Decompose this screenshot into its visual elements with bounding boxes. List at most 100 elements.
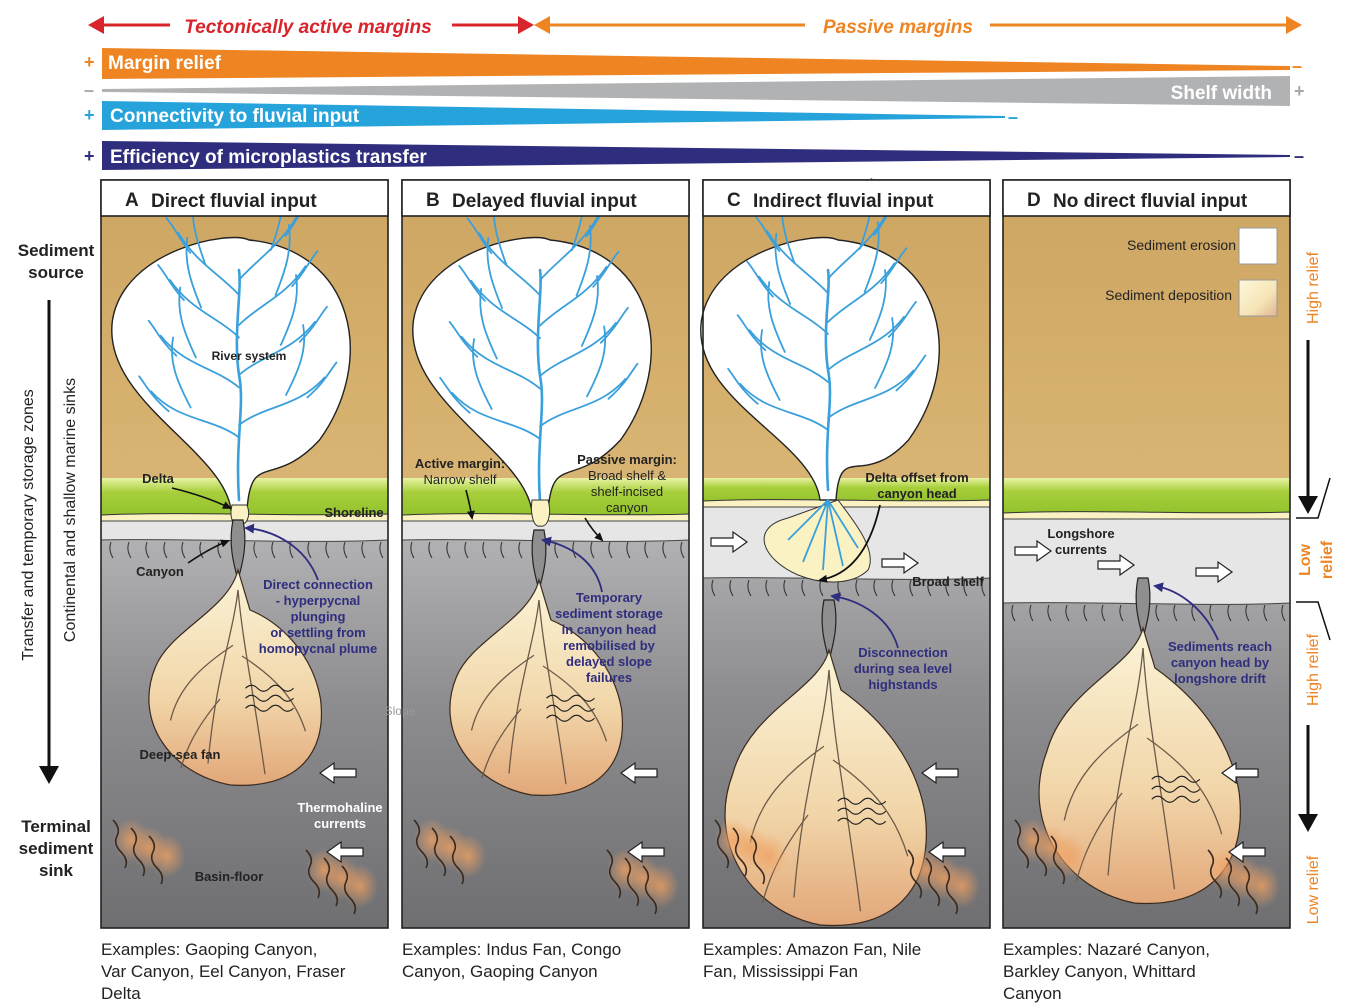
active-margin-line2: Narrow shelf [424, 472, 497, 487]
slope-tick [253, 541, 258, 559]
examples-d-line2: Barkley Canyon, Whittard [1003, 962, 1196, 981]
slope-tick [1227, 604, 1232, 622]
relief-bracket-bottom [1296, 601, 1331, 641]
transfer-zones-label: Transfer and temporary storage zones [20, 389, 37, 661]
river-channel [439, 376, 471, 414]
slope-tick [729, 579, 734, 597]
shelf-width-plus: + [1294, 81, 1305, 101]
passive-margin-pointer [584, 517, 604, 542]
disconnection-pointer [830, 592, 899, 649]
temporary-storage-line2: sediment storage [555, 606, 663, 621]
basin-floor-trace [624, 857, 640, 907]
basin-floor-trace [606, 849, 622, 899]
river-channel [827, 369, 915, 419]
thermohaline-arrow [318, 761, 357, 785]
basin-floor-trace [642, 865, 658, 915]
river-channel [739, 382, 829, 431]
high-relief-2: High relief [1305, 633, 1322, 706]
basin-floor-trace [732, 827, 748, 877]
thermohaline-arrow [1227, 840, 1266, 864]
slope-tick [307, 541, 312, 559]
low-relief-2: Low relief [1305, 855, 1322, 924]
passive-margin-line3: shelf-incised [591, 484, 663, 499]
low-relief-1-line2: relief [1319, 540, 1336, 579]
basin-floor-trace [1014, 819, 1030, 869]
river-channel [169, 279, 240, 339]
fan-channel [237, 589, 266, 775]
slope-tick [909, 579, 914, 597]
basin-floor-trace [925, 857, 941, 907]
river-channel [466, 217, 493, 255]
river-channel [157, 264, 185, 301]
slope-tick [1101, 604, 1106, 622]
slope-tick [446, 541, 451, 559]
drainage-basin [700, 236, 940, 501]
slope-tick [1047, 604, 1052, 622]
direct-connection-line2: - hyperpycnal [276, 593, 361, 608]
river-channel [575, 224, 592, 297]
basin-floor-trace [943, 865, 959, 915]
thermohaline-arrow [927, 840, 966, 864]
panel-letter: B [426, 190, 440, 211]
panel-letter: D [1027, 190, 1041, 211]
fan-channel [828, 669, 862, 912]
basin-floor-label: Basin-floor [195, 869, 264, 884]
fan-channel [1142, 647, 1176, 890]
examples-b-line2: Canyon, Gaoping Canyon [402, 962, 598, 981]
slope-tick [1209, 604, 1214, 622]
basin-floor-trace [112, 819, 128, 869]
basin-floor-trace [413, 819, 429, 869]
slope-tick [1155, 604, 1160, 622]
examples-d-line3: Canyon [1003, 984, 1062, 1003]
examples-b-line1: Examples: Indus Fan, Congo [402, 940, 621, 959]
slope-tick [127, 541, 132, 559]
river-channel [874, 317, 895, 389]
temporary-storage-line3: in canyon head [562, 622, 657, 637]
connectivity-minus: – [1008, 107, 1018, 127]
connectivity-label: Connectivity to fluvial input [110, 106, 360, 127]
active-arrow-left-head [88, 16, 104, 34]
active-margin-line1: Active margin: [415, 456, 505, 471]
longshore-drift-line2: canyon head by [1171, 655, 1270, 670]
basin-floor-trace [341, 865, 357, 915]
slope-tick [801, 579, 806, 597]
slope-tick [379, 541, 384, 559]
slope-tick [608, 541, 613, 559]
river-channel [238, 320, 316, 376]
fan-scarp [546, 694, 595, 702]
fan-channel [1107, 647, 1144, 876]
legend: Sediment erosion Sediment deposition [1105, 227, 1278, 317]
passive-margin-line1: Passive margin: [577, 452, 677, 467]
fan-channel [1146, 737, 1223, 835]
storage-pointer [541, 536, 603, 593]
basin-floor-glow [1244, 864, 1280, 908]
river-channel [766, 230, 829, 295]
high-relief-1: High relief [1305, 251, 1322, 324]
slope-tick [963, 579, 968, 597]
river-channel [306, 361, 338, 399]
river-channel [758, 275, 829, 335]
slope-tick [217, 541, 222, 559]
slope-tick [680, 541, 685, 559]
fan-scarp [1151, 795, 1201, 803]
drainage-basin [111, 236, 351, 511]
temporary-storage-line1: Temporary [576, 590, 643, 605]
river-channel [774, 233, 792, 305]
river-channel [880, 247, 908, 285]
delta-offset-pointer [818, 504, 881, 583]
panel-letter: A [125, 190, 139, 211]
basin-floor-trace [1050, 835, 1066, 885]
examples-c-line2: Fan, Mississippi Fan [703, 962, 858, 981]
fan-channel [538, 599, 567, 785]
slope-tick [644, 541, 649, 559]
passive-arrow-left-head [534, 16, 550, 34]
legend-deposition-label: Sediment deposition [1105, 287, 1232, 303]
fan-channel [180, 698, 221, 768]
river-channel [177, 231, 240, 296]
drift-pointer [1153, 582, 1219, 641]
basin-floor-glow [149, 834, 185, 878]
slope-tick [410, 541, 415, 559]
slope-tick [873, 579, 878, 597]
slope-tick [981, 579, 986, 597]
